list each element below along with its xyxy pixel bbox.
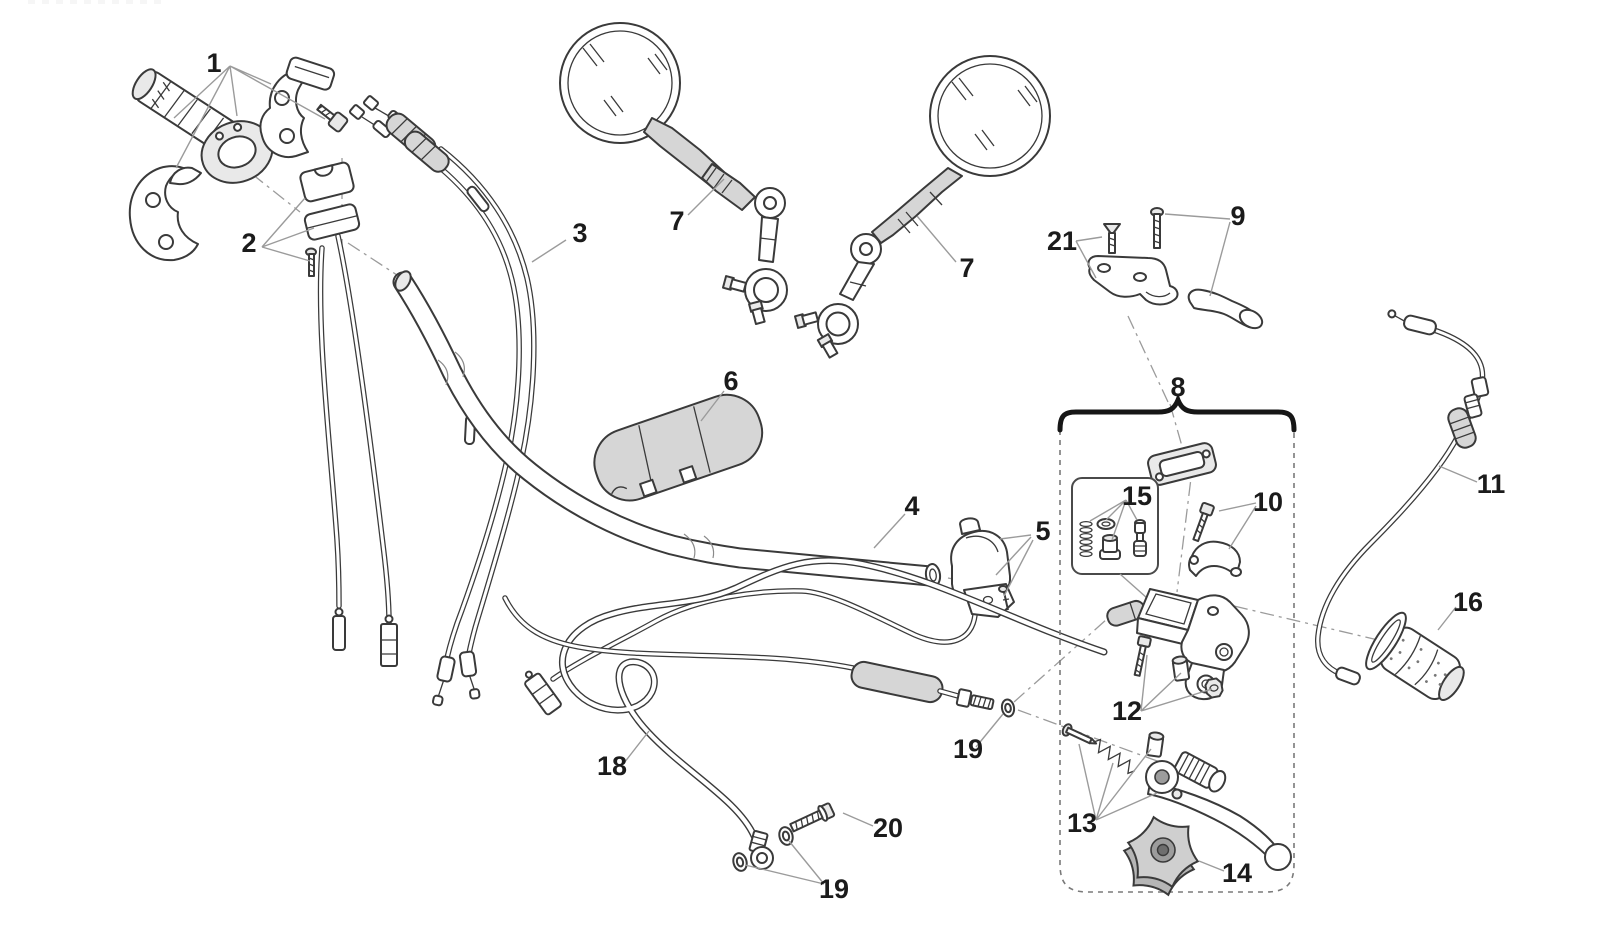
electrical-connector bbox=[380, 614, 398, 667]
threaded-end bbox=[969, 694, 995, 711]
part-label-1[interactable]: 1 bbox=[206, 48, 221, 78]
part-label-7-left[interactable]: 7 bbox=[669, 206, 684, 236]
lever-adjuster-barrel bbox=[1173, 751, 1227, 793]
part-label-19-right[interactable]: 19 bbox=[953, 734, 983, 764]
adjuster bbox=[1463, 393, 1483, 419]
part-label-19-bottom[interactable]: 19 bbox=[819, 874, 849, 904]
part-label-5[interactable]: 5 bbox=[1035, 516, 1050, 546]
adjuster-cable bbox=[502, 595, 1016, 718]
part-9-lever bbox=[1150, 207, 1264, 330]
gasket bbox=[1147, 442, 1217, 486]
part-label-21[interactable]: 21 bbox=[1047, 226, 1077, 256]
part-label-18[interactable]: 18 bbox=[597, 751, 627, 781]
cable-end-barrel bbox=[1335, 666, 1361, 686]
adjuster-nut bbox=[955, 688, 973, 708]
screw bbox=[1150, 207, 1164, 249]
part-14-adjuster-knob bbox=[1122, 815, 1200, 897]
throttle-housing-upper bbox=[259, 69, 313, 158]
part-15-repair-kit bbox=[1071, 477, 1159, 599]
part-12-fasteners bbox=[1133, 635, 1224, 699]
screw bbox=[1133, 635, 1152, 677]
leader-lines bbox=[173, 65, 1478, 885]
part-label-16[interactable]: 16 bbox=[1453, 587, 1483, 617]
screw bbox=[1103, 223, 1121, 254]
part-label-7-right[interactable]: 7 bbox=[959, 253, 974, 283]
brace-bracket bbox=[1057, 393, 1297, 433]
cable-end-fitting bbox=[332, 607, 346, 651]
electrical-connector bbox=[524, 670, 562, 716]
locknut bbox=[1470, 376, 1490, 398]
pivot-screw bbox=[1061, 723, 1098, 745]
part-7-mirror-left bbox=[559, 22, 788, 325]
part-13-lever-group bbox=[1061, 723, 1292, 871]
cable-adjuster bbox=[372, 119, 392, 139]
part-20-bolt bbox=[789, 802, 836, 833]
part-2-cable-guide bbox=[299, 161, 361, 277]
part-number-labels: 1 2 3 7 7 21 9 6 8 4 5 15 10 11 16 12 19… bbox=[206, 48, 1505, 904]
cable-nipple bbox=[349, 104, 365, 120]
part-18-hose bbox=[559, 556, 1108, 870]
part-label-15[interactable]: 15 bbox=[1122, 481, 1152, 511]
cable-end-barrel bbox=[1387, 309, 1437, 336]
bolt bbox=[1192, 501, 1215, 543]
part-6-handlebar-pad bbox=[593, 393, 764, 502]
seal-ring-icon bbox=[1096, 518, 1116, 530]
throttle-cable-end bbox=[458, 650, 481, 700]
bushing bbox=[1145, 731, 1165, 758]
part-16-handlebar-grip bbox=[1365, 611, 1465, 702]
part-label-12[interactable]: 12 bbox=[1112, 696, 1142, 726]
part-label-9[interactable]: 9 bbox=[1230, 201, 1245, 231]
throttle-cable-end bbox=[431, 655, 456, 707]
wiring-leads bbox=[317, 233, 398, 667]
spring bbox=[1093, 738, 1135, 775]
lever bbox=[1145, 751, 1292, 871]
part-8-lever-assembly-box bbox=[1057, 393, 1297, 893]
part-5-switch-wire bbox=[524, 588, 978, 716]
part-19-washer bbox=[778, 826, 794, 846]
part-1-throttle-grip-assembly bbox=[128, 56, 349, 262]
spacer bbox=[1171, 655, 1191, 682]
lever-bracket-body bbox=[1106, 588, 1250, 701]
screw bbox=[316, 103, 349, 133]
part-label-2[interactable]: 2 bbox=[241, 228, 256, 258]
part-label-20[interactable]: 20 bbox=[873, 813, 903, 843]
nut bbox=[1204, 677, 1224, 699]
part-label-6[interactable]: 6 bbox=[723, 366, 738, 396]
boot bbox=[1447, 407, 1477, 449]
part-label-3[interactable]: 3 bbox=[572, 218, 587, 248]
part-10-clamp bbox=[1187, 501, 1242, 577]
part-label-13[interactable]: 13 bbox=[1067, 808, 1097, 838]
screw bbox=[305, 247, 317, 277]
part-21-bracket bbox=[1087, 223, 1179, 306]
part-label-8[interactable]: 8 bbox=[1170, 372, 1185, 402]
cable-nipple bbox=[363, 95, 379, 111]
part-7-mirror-right bbox=[793, 55, 1051, 359]
cable-boot bbox=[385, 112, 450, 173]
part-19-washer bbox=[732, 852, 748, 872]
spring-icon bbox=[1079, 520, 1093, 558]
piston-cup-icon bbox=[1099, 534, 1121, 560]
part-3-control-cables bbox=[349, 95, 537, 707]
part-11-cable bbox=[1315, 309, 1490, 686]
bleed-valve-icon bbox=[1133, 519, 1147, 557]
part-label-4[interactable]: 4 bbox=[904, 491, 919, 521]
cropped-text-artifact bbox=[28, 0, 168, 4]
part-label-10[interactable]: 10 bbox=[1253, 487, 1283, 517]
part-label-11[interactable]: 11 bbox=[1477, 469, 1506, 499]
part-label-14[interactable]: 14 bbox=[1222, 858, 1252, 888]
part-19-washer bbox=[1000, 698, 1016, 718]
